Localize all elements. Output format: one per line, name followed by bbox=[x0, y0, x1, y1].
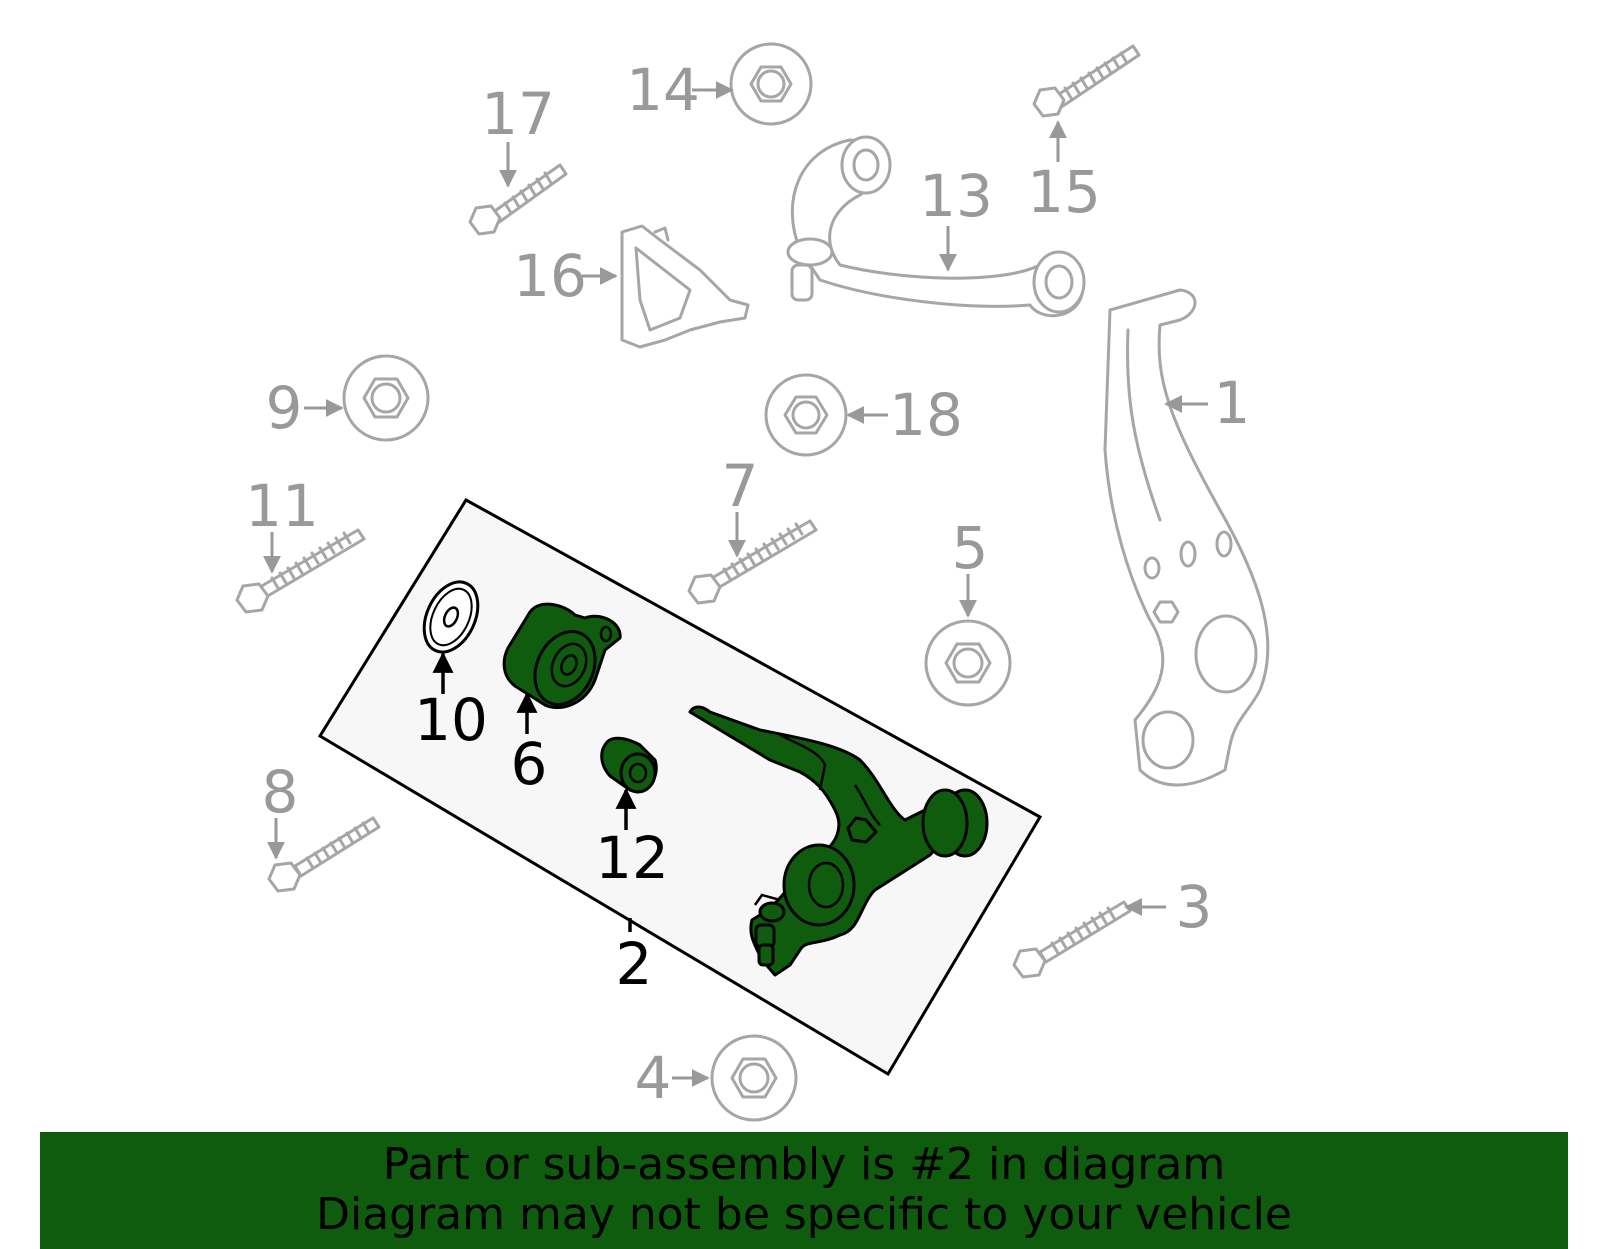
part-2-lower-control-arm bbox=[688, 705, 989, 977]
part-12-bushing bbox=[600, 736, 658, 794]
part-7-bolt bbox=[687, 519, 818, 605]
callout-17: 17 bbox=[481, 80, 555, 148]
callout-16: 16 bbox=[513, 242, 587, 310]
part-15-bolt bbox=[1032, 44, 1141, 118]
callout-15: 15 bbox=[1027, 158, 1101, 226]
callout-18: 18 bbox=[889, 381, 963, 449]
part-18-flange-nut bbox=[764, 373, 848, 457]
part-5-flange-nut bbox=[924, 619, 1012, 707]
part-3-bolt bbox=[1012, 900, 1132, 979]
part-16-bracket bbox=[620, 224, 750, 349]
part-10-washer bbox=[422, 580, 480, 654]
callout-3: 3 bbox=[1176, 873, 1213, 941]
callout-4: 4 bbox=[635, 1044, 672, 1112]
part-1-knuckle bbox=[1103, 288, 1270, 787]
part-9-flange-nut bbox=[342, 354, 430, 442]
part-8-bolt bbox=[267, 816, 381, 893]
callout-1: 1 bbox=[1214, 369, 1251, 437]
part-17-bolt bbox=[468, 163, 568, 236]
assembly-box bbox=[317, 497, 1043, 1077]
callout-6: 6 bbox=[511, 730, 548, 798]
info-banner: Part or sub-assembly is #2 in diagram Di… bbox=[40, 1132, 1568, 1249]
part-13-upper-control-arm bbox=[786, 135, 1086, 318]
callout-14: 14 bbox=[626, 56, 700, 124]
part-6-bushing bbox=[502, 602, 622, 710]
banner-line-disclaimer: Diagram may not be specific to your vehi… bbox=[316, 1189, 1292, 1240]
callout-8: 8 bbox=[262, 758, 299, 826]
callout-2: 2 bbox=[616, 930, 653, 998]
callout-13: 13 bbox=[919, 162, 993, 230]
part-11-bolt bbox=[235, 528, 366, 614]
banner-line-assembly: Part or sub-assembly is #2 in diagram bbox=[382, 1139, 1226, 1190]
callout-7: 7 bbox=[722, 452, 759, 520]
callout-9: 9 bbox=[266, 374, 303, 442]
callout-11: 11 bbox=[245, 472, 319, 540]
callout-5: 5 bbox=[952, 514, 989, 582]
part-4-flange-nut bbox=[710, 1034, 798, 1122]
callout-10: 10 bbox=[414, 686, 488, 754]
callout-12: 12 bbox=[595, 824, 669, 892]
part-14-flange-nut bbox=[729, 42, 813, 126]
